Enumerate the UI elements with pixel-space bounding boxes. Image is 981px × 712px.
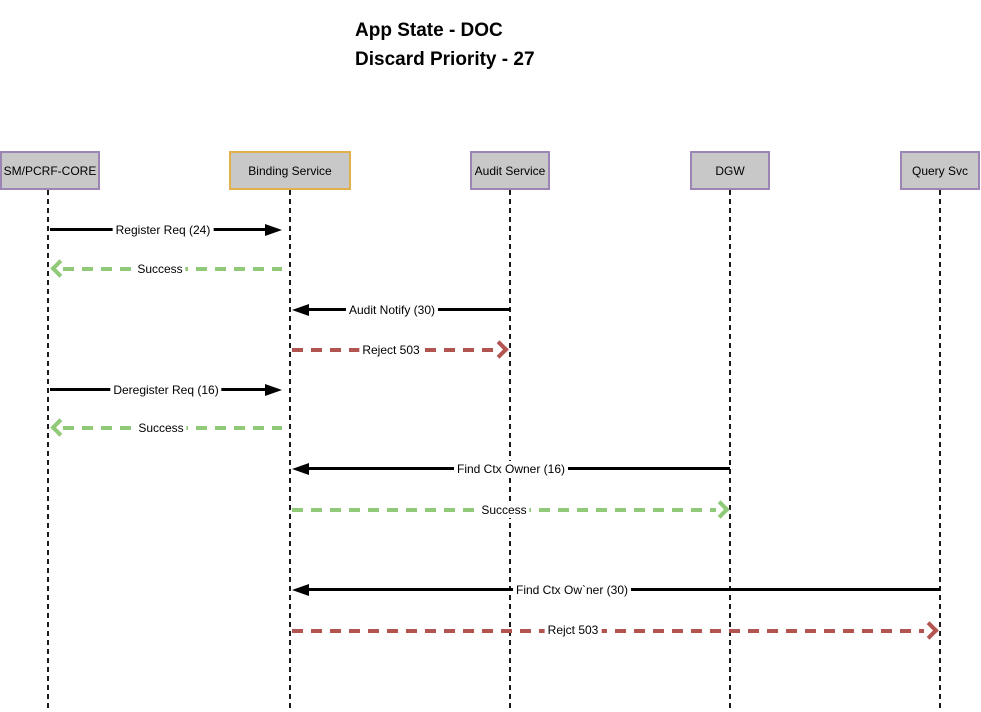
arrowhead-right-icon bbox=[265, 384, 282, 396]
actor-label: Query Svc bbox=[911, 163, 968, 178]
arrowhead-right-icon bbox=[920, 621, 939, 640]
actor-audit-service: Audit Service bbox=[470, 151, 550, 190]
arrowhead-left-icon bbox=[292, 463, 309, 475]
diagram-title: App State - DOC Discard Priority - 27 bbox=[355, 16, 535, 74]
lifeline-dgw bbox=[729, 190, 731, 712]
title-line-1: App State - DOC bbox=[355, 20, 503, 41]
actor-label: DGW bbox=[715, 163, 745, 178]
lifeline-binding-service bbox=[289, 190, 291, 712]
arrow-line bbox=[292, 629, 924, 633]
arrowhead-right-icon bbox=[711, 500, 730, 519]
arrowhead-left-icon bbox=[50, 259, 69, 278]
message-label: Register Req (24) bbox=[112, 222, 214, 238]
message-label: Deregister Req (16) bbox=[110, 382, 222, 398]
actor-query-svc: Query Svc bbox=[900, 151, 980, 190]
actor-dgw: DGW bbox=[690, 151, 770, 190]
arrowhead-right-icon bbox=[265, 224, 282, 236]
actor-label: Audit Service bbox=[474, 163, 546, 178]
message-label: Audit Notify (30) bbox=[345, 302, 439, 318]
lifeline-query-svc bbox=[939, 190, 941, 712]
message-label: Success bbox=[134, 261, 186, 277]
arrowhead-left-icon bbox=[292, 584, 309, 596]
actor-label: Binding Service bbox=[248, 163, 332, 178]
actor-sm-pcrf-core: SM/PCRF-CORE bbox=[0, 151, 100, 190]
arrowhead-left-icon bbox=[50, 418, 69, 437]
actor-binding-service: Binding Service bbox=[229, 151, 351, 190]
actor-label: SM/PCRF-CORE bbox=[3, 163, 97, 178]
message-label: Reject 503 bbox=[359, 342, 423, 358]
message-label: Success bbox=[478, 502, 530, 518]
message-label: Find Ctx Owner (16) bbox=[453, 461, 569, 477]
message-label: Find Ctx Ow`ner (30) bbox=[512, 582, 632, 598]
lifeline-audit-service bbox=[509, 190, 511, 712]
arrowhead-right-icon bbox=[490, 340, 509, 359]
lifeline-sm-pcrf-core bbox=[47, 190, 49, 712]
arrowhead-left-icon bbox=[292, 304, 309, 316]
title-line-2: Discard Priority - 27 bbox=[355, 49, 535, 70]
message-label: Success bbox=[135, 420, 187, 436]
message-label: Rejct 503 bbox=[544, 622, 602, 638]
